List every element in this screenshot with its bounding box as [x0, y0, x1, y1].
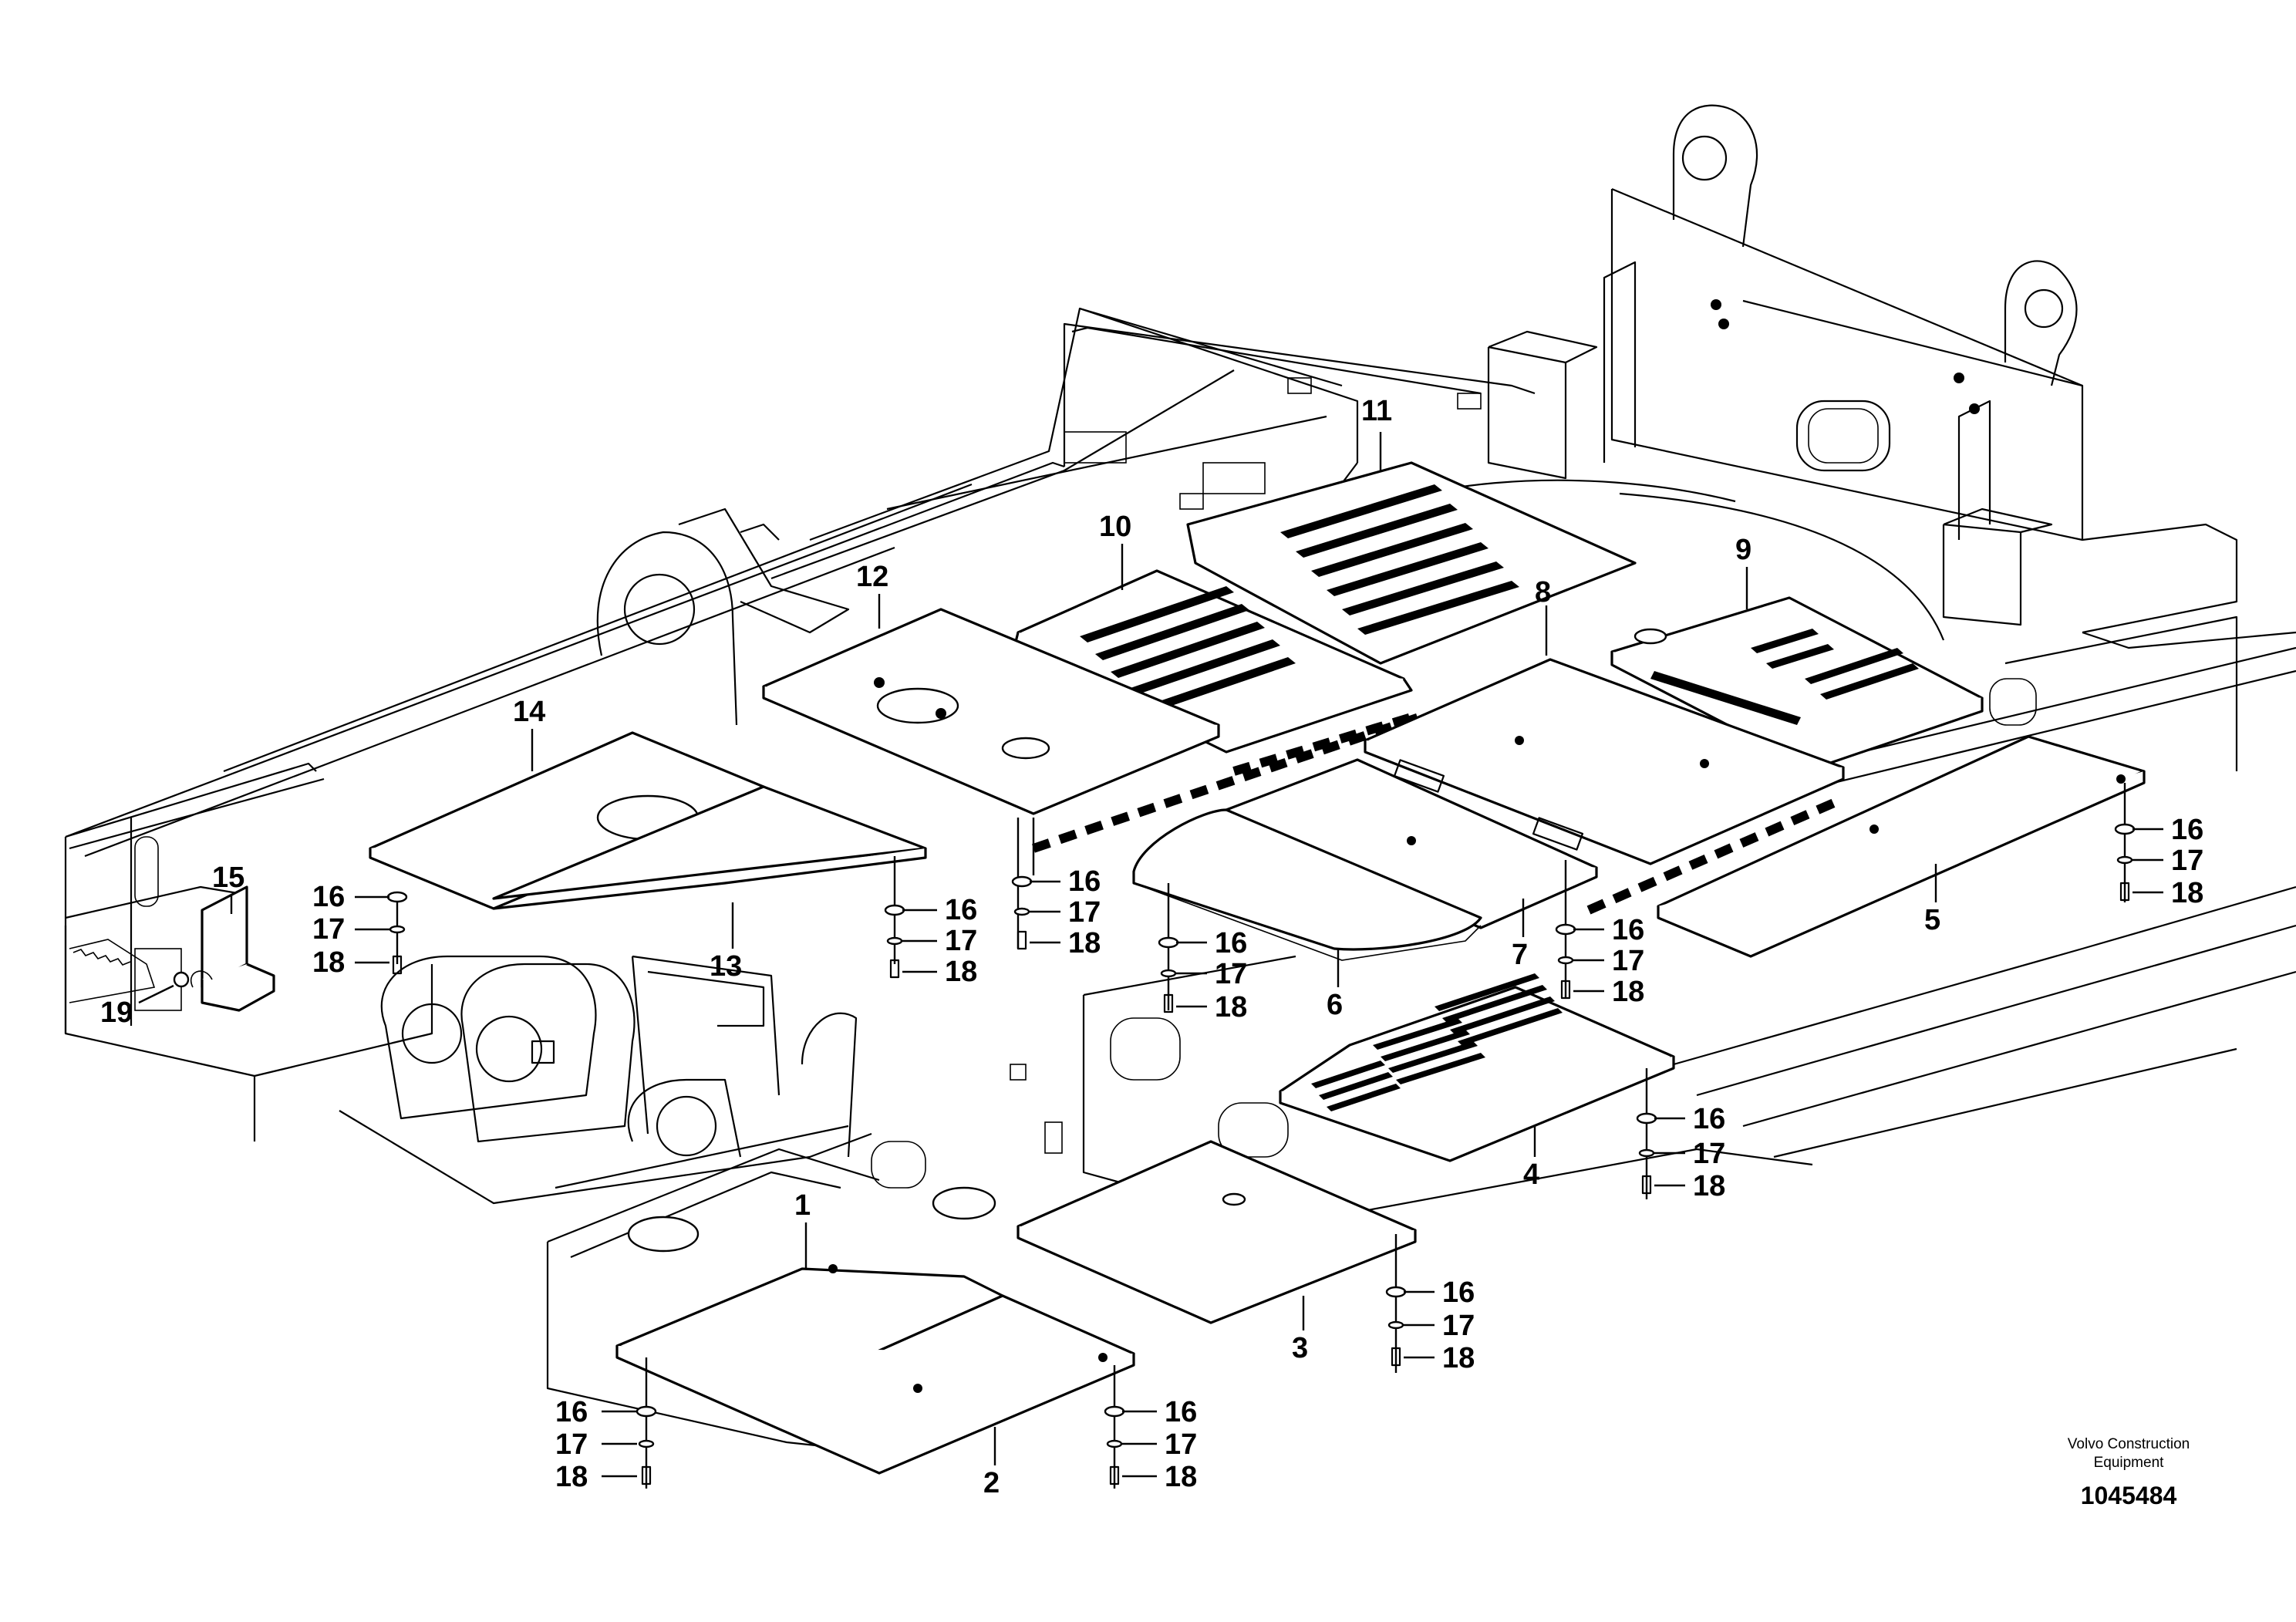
callout-16: 16 [1442, 1276, 1475, 1309]
callout-16: 16 [1612, 914, 1644, 946]
fastener-stack-j [1104, 1365, 1125, 1489]
callout-labels: 1 2 3 4 5 6 7 8 9 10 11 12 13 14 15 19 1… [100, 395, 2203, 1499]
fastener-stack-g [1636, 1068, 1657, 1199]
callout-17: 17 [1693, 1138, 1725, 1170]
callout-17: 17 [555, 1428, 588, 1461]
callout-18: 18 [555, 1461, 588, 1493]
callout-10: 10 [1099, 511, 1131, 543]
callout-3: 3 [1292, 1332, 1308, 1364]
callout-17: 17 [1215, 958, 1247, 990]
fastener-stack-d [1158, 883, 1179, 1013]
callout-17: 17 [1165, 1428, 1197, 1461]
callout-16: 16 [2171, 814, 2203, 846]
callout-14: 14 [513, 696, 545, 728]
panel-2 [615, 1294, 1135, 1475]
callout-2: 2 [983, 1467, 1000, 1499]
callout-12: 12 [856, 561, 888, 593]
fastener-stack-b [884, 856, 905, 979]
fastener-stack-h [1385, 1234, 1407, 1373]
panel-12 [762, 608, 1421, 875]
callout-18: 18 [312, 946, 345, 979]
callout-4: 4 [1523, 1158, 1539, 1191]
document-number: 1045484 [2081, 1482, 2177, 1509]
panel-10 [1013, 569, 1413, 776]
callout-16: 16 [1165, 1396, 1197, 1428]
fastener-stack-c [1011, 818, 1033, 950]
callout-17: 17 [1612, 945, 1644, 977]
callout-19: 19 [100, 996, 133, 1029]
callout-16: 16 [555, 1396, 588, 1428]
fastener-stack-i [636, 1357, 657, 1489]
callout-17: 17 [2171, 845, 2203, 877]
callout-16: 16 [1693, 1103, 1725, 1135]
panel-13 [492, 785, 927, 910]
callout-8: 8 [1535, 576, 1551, 609]
fastener-stack-e [1555, 860, 1576, 1000]
callout-17: 17 [945, 925, 977, 957]
callout-6: 6 [1327, 989, 1343, 1021]
brand-line-2: Equipment [2094, 1455, 2165, 1471]
fastener-stack-f [2114, 783, 2136, 902]
panel-9 [1610, 596, 1984, 771]
callout-17: 17 [1442, 1310, 1475, 1342]
panel-3 [1017, 1140, 1417, 1324]
panel-6 [1132, 808, 1482, 961]
screw-19 [173, 971, 190, 988]
callout-16: 16 [1215, 927, 1247, 959]
callout-17: 17 [1068, 896, 1101, 929]
panel-8 [1364, 658, 1845, 915]
callout-16: 16 [945, 894, 977, 926]
brand-block: Volvo Construction Equipment 1045484 [2068, 1436, 2190, 1509]
callout-17: 17 [312, 913, 345, 946]
callout-9: 9 [1735, 534, 1752, 566]
callout-1: 1 [794, 1189, 811, 1222]
callout-18: 18 [1215, 991, 1247, 1023]
lower-box-frame [546, 1141, 996, 1455]
bracket-15 [190, 885, 275, 1012]
callout-16: 16 [1068, 865, 1101, 898]
callout-16: 16 [312, 881, 345, 913]
callout-13: 13 [710, 950, 742, 983]
callout-5: 5 [1924, 904, 1940, 936]
callout-18: 18 [2171, 877, 2203, 909]
callout-18: 18 [1693, 1170, 1725, 1202]
callout-15: 15 [212, 862, 244, 894]
panel-5 [1657, 735, 2146, 958]
callout-18: 18 [1612, 976, 1644, 1008]
brand-line-1: Volvo Construction [2068, 1436, 2190, 1452]
callout-7: 7 [1512, 939, 1528, 971]
callout-18: 18 [1165, 1461, 1197, 1493]
callout-leaders [138, 432, 2163, 1478]
callout-18: 18 [945, 956, 977, 988]
callout-11: 11 [1361, 395, 1392, 427]
chassis-frame [64, 104, 2296, 1228]
panel-4 [1279, 973, 1675, 1162]
fastener-stack-a [386, 891, 408, 975]
callout-18: 18 [1068, 927, 1101, 959]
panel-11 [1186, 461, 1637, 665]
callout-18: 18 [1442, 1342, 1475, 1374]
